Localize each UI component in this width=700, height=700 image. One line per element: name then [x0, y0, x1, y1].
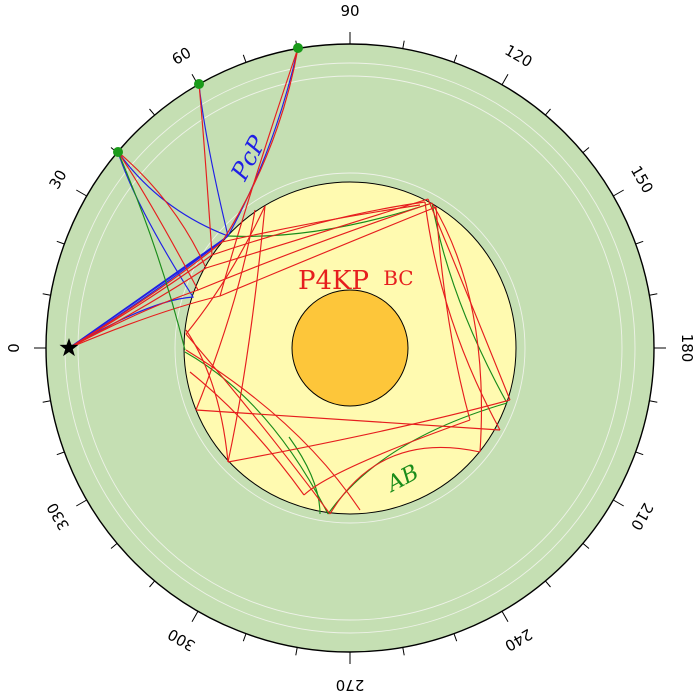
markers [59, 43, 303, 357]
earth-shells [45, 43, 655, 653]
angle-label-210: 210 [627, 500, 657, 534]
reference-circle-d-double-prime [174, 172, 526, 524]
angle-label-30: 30 [46, 167, 71, 193]
ray-bc-25 [195, 409, 501, 431]
angle-tick-100 [402, 40, 405, 49]
receiver-30-marker [113, 147, 123, 157]
angle-tick-350 [42, 400, 51, 403]
ray-bc-20 [431, 202, 482, 453]
angle-tick-170 [649, 293, 658, 296]
ray-bc-33 [185, 349, 361, 511]
ray-bc-29 [195, 209, 256, 411]
angle-tick-70 [242, 54, 247, 63]
angle-tick-140 [582, 147, 590, 153]
angle-tick-10 [42, 293, 51, 296]
angle-label-330: 330 [43, 500, 73, 534]
angle-ticks [34, 32, 666, 664]
angle-tick-110 [453, 54, 458, 63]
angle-label-300: 300 [165, 625, 199, 655]
ray-bc-34 [221, 204, 421, 243]
ray-bc-23 [227, 399, 511, 463]
angle-tick-250 [453, 633, 458, 642]
reference-circle-660 [77, 75, 623, 621]
angle-tick-130 [545, 108, 551, 116]
angle-tick-220 [582, 543, 590, 549]
angle-tick-260 [402, 647, 405, 656]
receiver-60-marker [194, 79, 204, 89]
ray-bc-21 [424, 201, 501, 431]
ray-bc-30 [189, 371, 305, 496]
angle-label-90: 90 [340, 2, 359, 20]
angle-tick-190 [649, 400, 658, 403]
ray-ab-14 [288, 436, 321, 515]
ray-bc-8 [68, 47, 299, 349]
ray-bc-22 [435, 206, 471, 421]
angle-tick-340 [56, 451, 65, 456]
angle-tick-150 [613, 189, 624, 197]
ray-ab-13 [227, 202, 433, 237]
ray-bc-16 [197, 202, 433, 291]
ray-bc-31 [185, 205, 266, 335]
inner-core-disk [291, 289, 409, 407]
angle-tick-210 [613, 499, 624, 507]
angle-tick-320 [110, 543, 118, 549]
angle-label-150: 150 [627, 163, 657, 197]
angle-tick-30 [76, 189, 87, 197]
angle-tick-280 [295, 647, 298, 656]
p4kp-label-subscript: BC [383, 266, 413, 290]
angle-label-60: 60 [169, 44, 195, 69]
angle-tick-50 [149, 108, 155, 116]
angle-tick-330 [76, 499, 87, 507]
angle-tick-310 [149, 580, 155, 588]
source-star-marker [59, 338, 79, 357]
ray-bc-15 [205, 198, 429, 269]
angle-tick-290 [242, 633, 247, 642]
receiver-80-marker [293, 43, 303, 53]
angle-label-240: 240 [502, 625, 536, 655]
p4kp-label-main: P4KP [298, 266, 369, 296]
ray-bc-28 [185, 333, 331, 515]
p4kp-bc-phase-label: P4KP BC [298, 266, 414, 296]
angle-label-120: 120 [502, 41, 536, 71]
ray-bc-5 [68, 151, 199, 349]
angle-tick-200 [635, 451, 644, 456]
angle-tick-20 [56, 240, 65, 245]
ray-paths [68, 47, 511, 515]
ray-ab-9 [117, 151, 186, 351]
ray-bc-18 [219, 206, 437, 297]
angle-label-270: 270 [336, 676, 365, 694]
angle-tick-230 [545, 580, 551, 588]
angle-tick-160 [635, 240, 644, 245]
ray-bc-26 [303, 419, 471, 496]
angle-label-0: 0 [4, 343, 22, 353]
ray-bc-32 [227, 205, 266, 463]
ray-bc-24 [329, 446, 481, 515]
angle-label-180: 180 [678, 334, 696, 363]
ray-bc-17 [211, 201, 426, 256]
angle-tick-300 [191, 611, 199, 622]
angle-tick-240 [501, 611, 509, 622]
angle-tick-120 [501, 74, 509, 85]
